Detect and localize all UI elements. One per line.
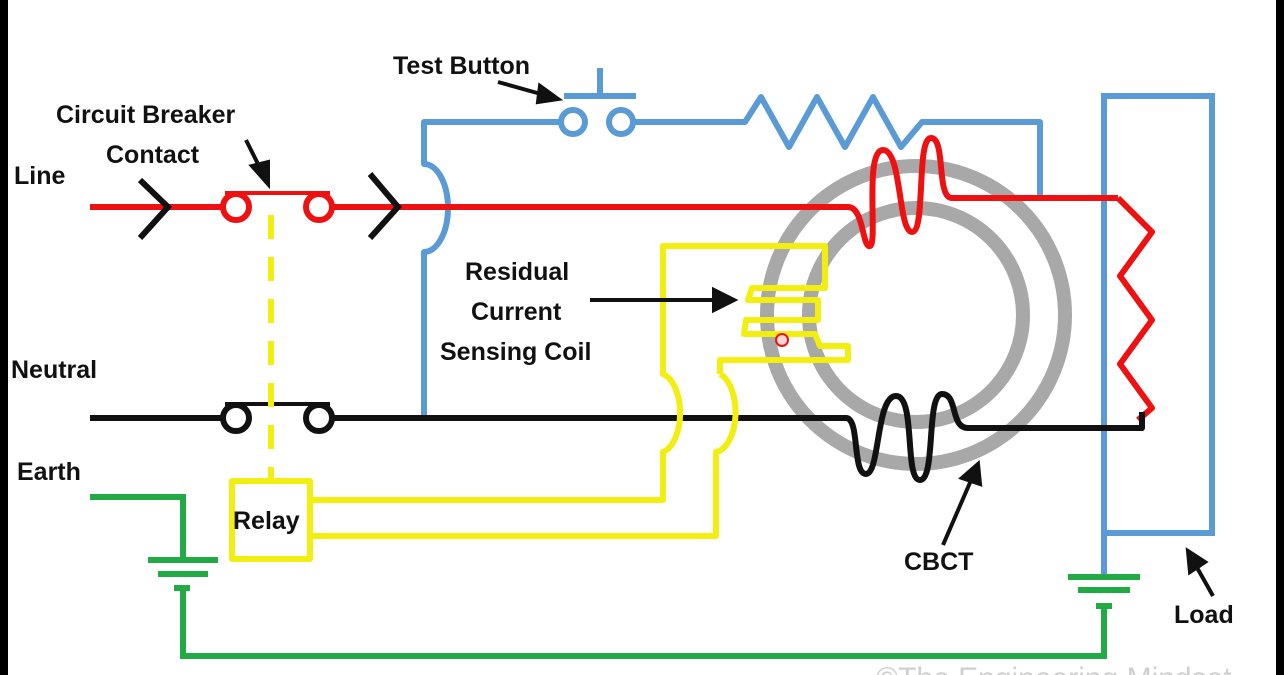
line-wire xyxy=(90,135,1155,423)
test-wire-right xyxy=(634,94,1043,198)
residual-label: Residual xyxy=(465,258,569,286)
neutral-contact-right xyxy=(303,402,335,434)
arrows xyxy=(244,80,1215,597)
neutral-label: Neutral xyxy=(11,356,97,384)
circuit-breaker-label-1: Circuit Breaker xyxy=(56,101,236,129)
neutral-contact-left xyxy=(220,402,252,434)
load-frame xyxy=(1101,93,1215,574)
cbct-core xyxy=(760,159,1072,471)
cbct-arrow xyxy=(941,477,974,546)
cb-contact-right xyxy=(303,191,335,223)
circuit-breaker-label-2: Contact xyxy=(106,141,200,169)
test-contact-left xyxy=(558,107,588,137)
test-circuit xyxy=(421,68,1043,418)
earth-wire xyxy=(90,494,1140,659)
current-label: Current xyxy=(471,298,562,326)
relay-circuit xyxy=(229,215,851,562)
test-button-label: Test Button xyxy=(393,52,530,80)
line-chevrons xyxy=(137,172,402,241)
relay-box xyxy=(229,478,313,562)
load-resistor xyxy=(1115,195,1155,423)
earth-label: Earth xyxy=(17,458,81,486)
load-label: Load xyxy=(1174,601,1234,629)
cb-contact-left xyxy=(220,191,252,223)
line-label: Line xyxy=(14,162,65,190)
cbct-label: CBCT xyxy=(904,548,973,576)
neutral-wire xyxy=(90,391,1145,483)
watermark: ©The Engineering Mindset xyxy=(876,662,1232,675)
cursor-dot xyxy=(775,333,789,347)
relay-label: Relay xyxy=(233,507,300,535)
test-contact-right xyxy=(606,107,636,137)
labels: Test Button Circuit Breaker Contact Line… xyxy=(11,52,1234,675)
sensing-coil-label: Sensing Coil xyxy=(440,338,591,366)
load-arrow xyxy=(1193,563,1215,597)
